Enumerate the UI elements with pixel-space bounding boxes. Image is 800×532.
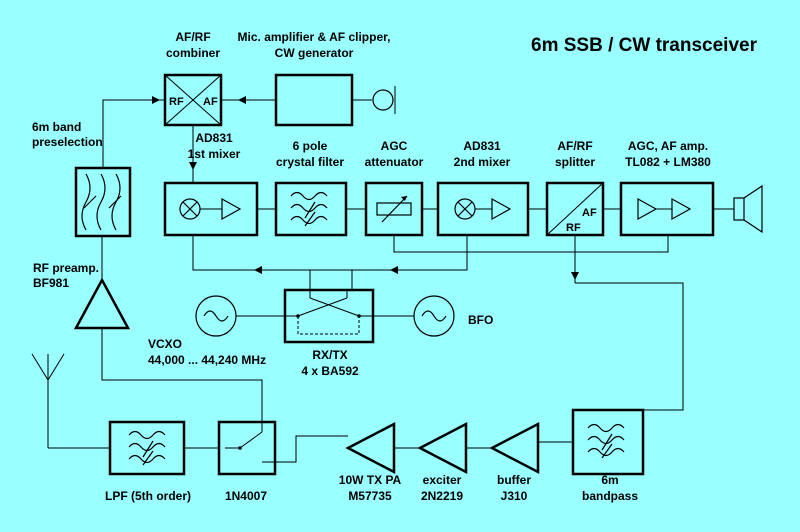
svg-text:exciter: exciter (423, 473, 462, 487)
rf-preamp-triangle (73, 277, 131, 330)
label-tx-pa: 10W TX PA M57735 (339, 473, 402, 503)
preselection-filter-block (74, 166, 132, 238)
label-preselection: 6m band preselection (32, 120, 103, 149)
svg-text:2nd mixer: 2nd mixer (454, 155, 511, 169)
svg-text:AF: AF (582, 207, 597, 219)
mic-amplifier-block (274, 73, 354, 127)
svg-text:J310: J310 (501, 489, 528, 503)
svg-text:AD831: AD831 (195, 131, 233, 145)
label-rf-preamp: RF preamp. BF981 (33, 261, 99, 290)
svg-text:44,000 ... 44,240 MHz: 44,000 ... 44,240 MHz (148, 353, 266, 367)
svg-text:Mic. amplifier & AF clipper,: Mic. amplifier & AF clipper, (238, 30, 391, 44)
svg-text:preselection: preselection (32, 135, 103, 149)
label-exciter: exciter 2N2219 (421, 473, 463, 503)
svg-text:AGC, AF amp.: AGC, AF amp. (628, 139, 708, 153)
microphone-icon (352, 86, 396, 114)
svg-text:buffer: buffer (497, 473, 531, 487)
svg-text:BF981: BF981 (33, 276, 69, 290)
agc-af-amp-block (619, 181, 715, 237)
svg-text:AF/RF: AF/RF (557, 139, 592, 153)
splitter-block: AF RF (545, 181, 605, 237)
svg-text:6m band: 6m band (32, 120, 81, 134)
svg-text:CW generator: CW generator (275, 46, 354, 60)
label-mic-amplifier: Mic. amplifier & AF clipper, CW generato… (238, 30, 391, 60)
signal-wires (101, 96, 684, 463)
label-mixer2: AD831 2nd mixer (454, 139, 511, 169)
svg-text:VCXO: VCXO (148, 337, 182, 351)
label-vcxo: VCXO 44,000 ... 44,240 MHz (148, 337, 266, 367)
agc-attenuator-block (364, 181, 424, 237)
lpf-block (108, 420, 186, 476)
vcxo-oscillator (195, 295, 237, 337)
buffer-triangle (489, 421, 540, 475)
svg-text:AGC: AGC (381, 139, 408, 153)
svg-text:attenuator: attenuator (365, 155, 424, 169)
svg-text:1st mixer: 1st mixer (188, 147, 241, 161)
label-splitter: AF/RF splitter (555, 139, 595, 169)
crystal-filter-block (274, 181, 348, 237)
svg-text:combiner: combiner (166, 46, 220, 60)
diagram-title: 6m SSB / CW transceiver (531, 35, 758, 56)
svg-text:RF: RF (169, 96, 184, 108)
antenna-icon (31, 353, 110, 449)
mixer1-block (163, 181, 259, 237)
speaker-icon (713, 184, 763, 234)
label-buffer: buffer J310 (497, 473, 531, 503)
svg-text:RX/TX: RX/TX (312, 348, 347, 362)
svg-text:TL082 + LM380: TL082 + LM380 (625, 155, 711, 169)
label-bandpass: 6m bandpass (582, 473, 638, 503)
svg-text:splitter: splitter (555, 155, 595, 169)
svg-text:crystal filter: crystal filter (276, 155, 344, 169)
bandpass-block (571, 408, 645, 476)
mixer2-block (436, 181, 530, 237)
svg-text:2N2219: 2N2219 (421, 489, 463, 503)
svg-text:AF: AF (203, 96, 218, 108)
label-combiner: AF/RF combiner (166, 30, 220, 60)
svg-text:6 pole: 6 pole (293, 139, 328, 153)
label-diode: 1N4007 (225, 489, 267, 503)
label-agc-af-amp: AGC, AF amp. TL082 + LM380 (625, 139, 711, 169)
label-rxtx-switch: RX/TX 4 x BA592 (301, 348, 359, 378)
svg-text:10W TX PA: 10W TX PA (339, 473, 402, 487)
exciter-triangle (417, 421, 468, 475)
label-crystal-filter: 6 pole crystal filter (276, 139, 344, 169)
label-bfo: BFO (468, 313, 493, 327)
bfo-oscillator (413, 295, 455, 337)
label-mixer1: AD831 1st mixer (188, 131, 241, 161)
svg-text:RF: RF (566, 222, 581, 234)
svg-text:AD831: AD831 (463, 139, 501, 153)
rxtx-switch-block (283, 288, 375, 344)
svg-text:AF/RF: AF/RF (175, 30, 210, 44)
combiner-block: RF AF (163, 73, 223, 127)
svg-text:bandpass: bandpass (582, 489, 638, 503)
diode-switch-block (217, 420, 277, 476)
label-agc-attenuator: AGC attenuator (365, 139, 424, 169)
svg-text:4 x BA592: 4 x BA592 (301, 364, 359, 378)
svg-text:RF preamp.: RF preamp. (33, 261, 99, 275)
tx-pa-triangle (345, 421, 396, 475)
label-lpf: LPF (5th order) (105, 489, 191, 503)
svg-text:6m: 6m (601, 473, 618, 487)
svg-text:M57735: M57735 (348, 489, 392, 503)
